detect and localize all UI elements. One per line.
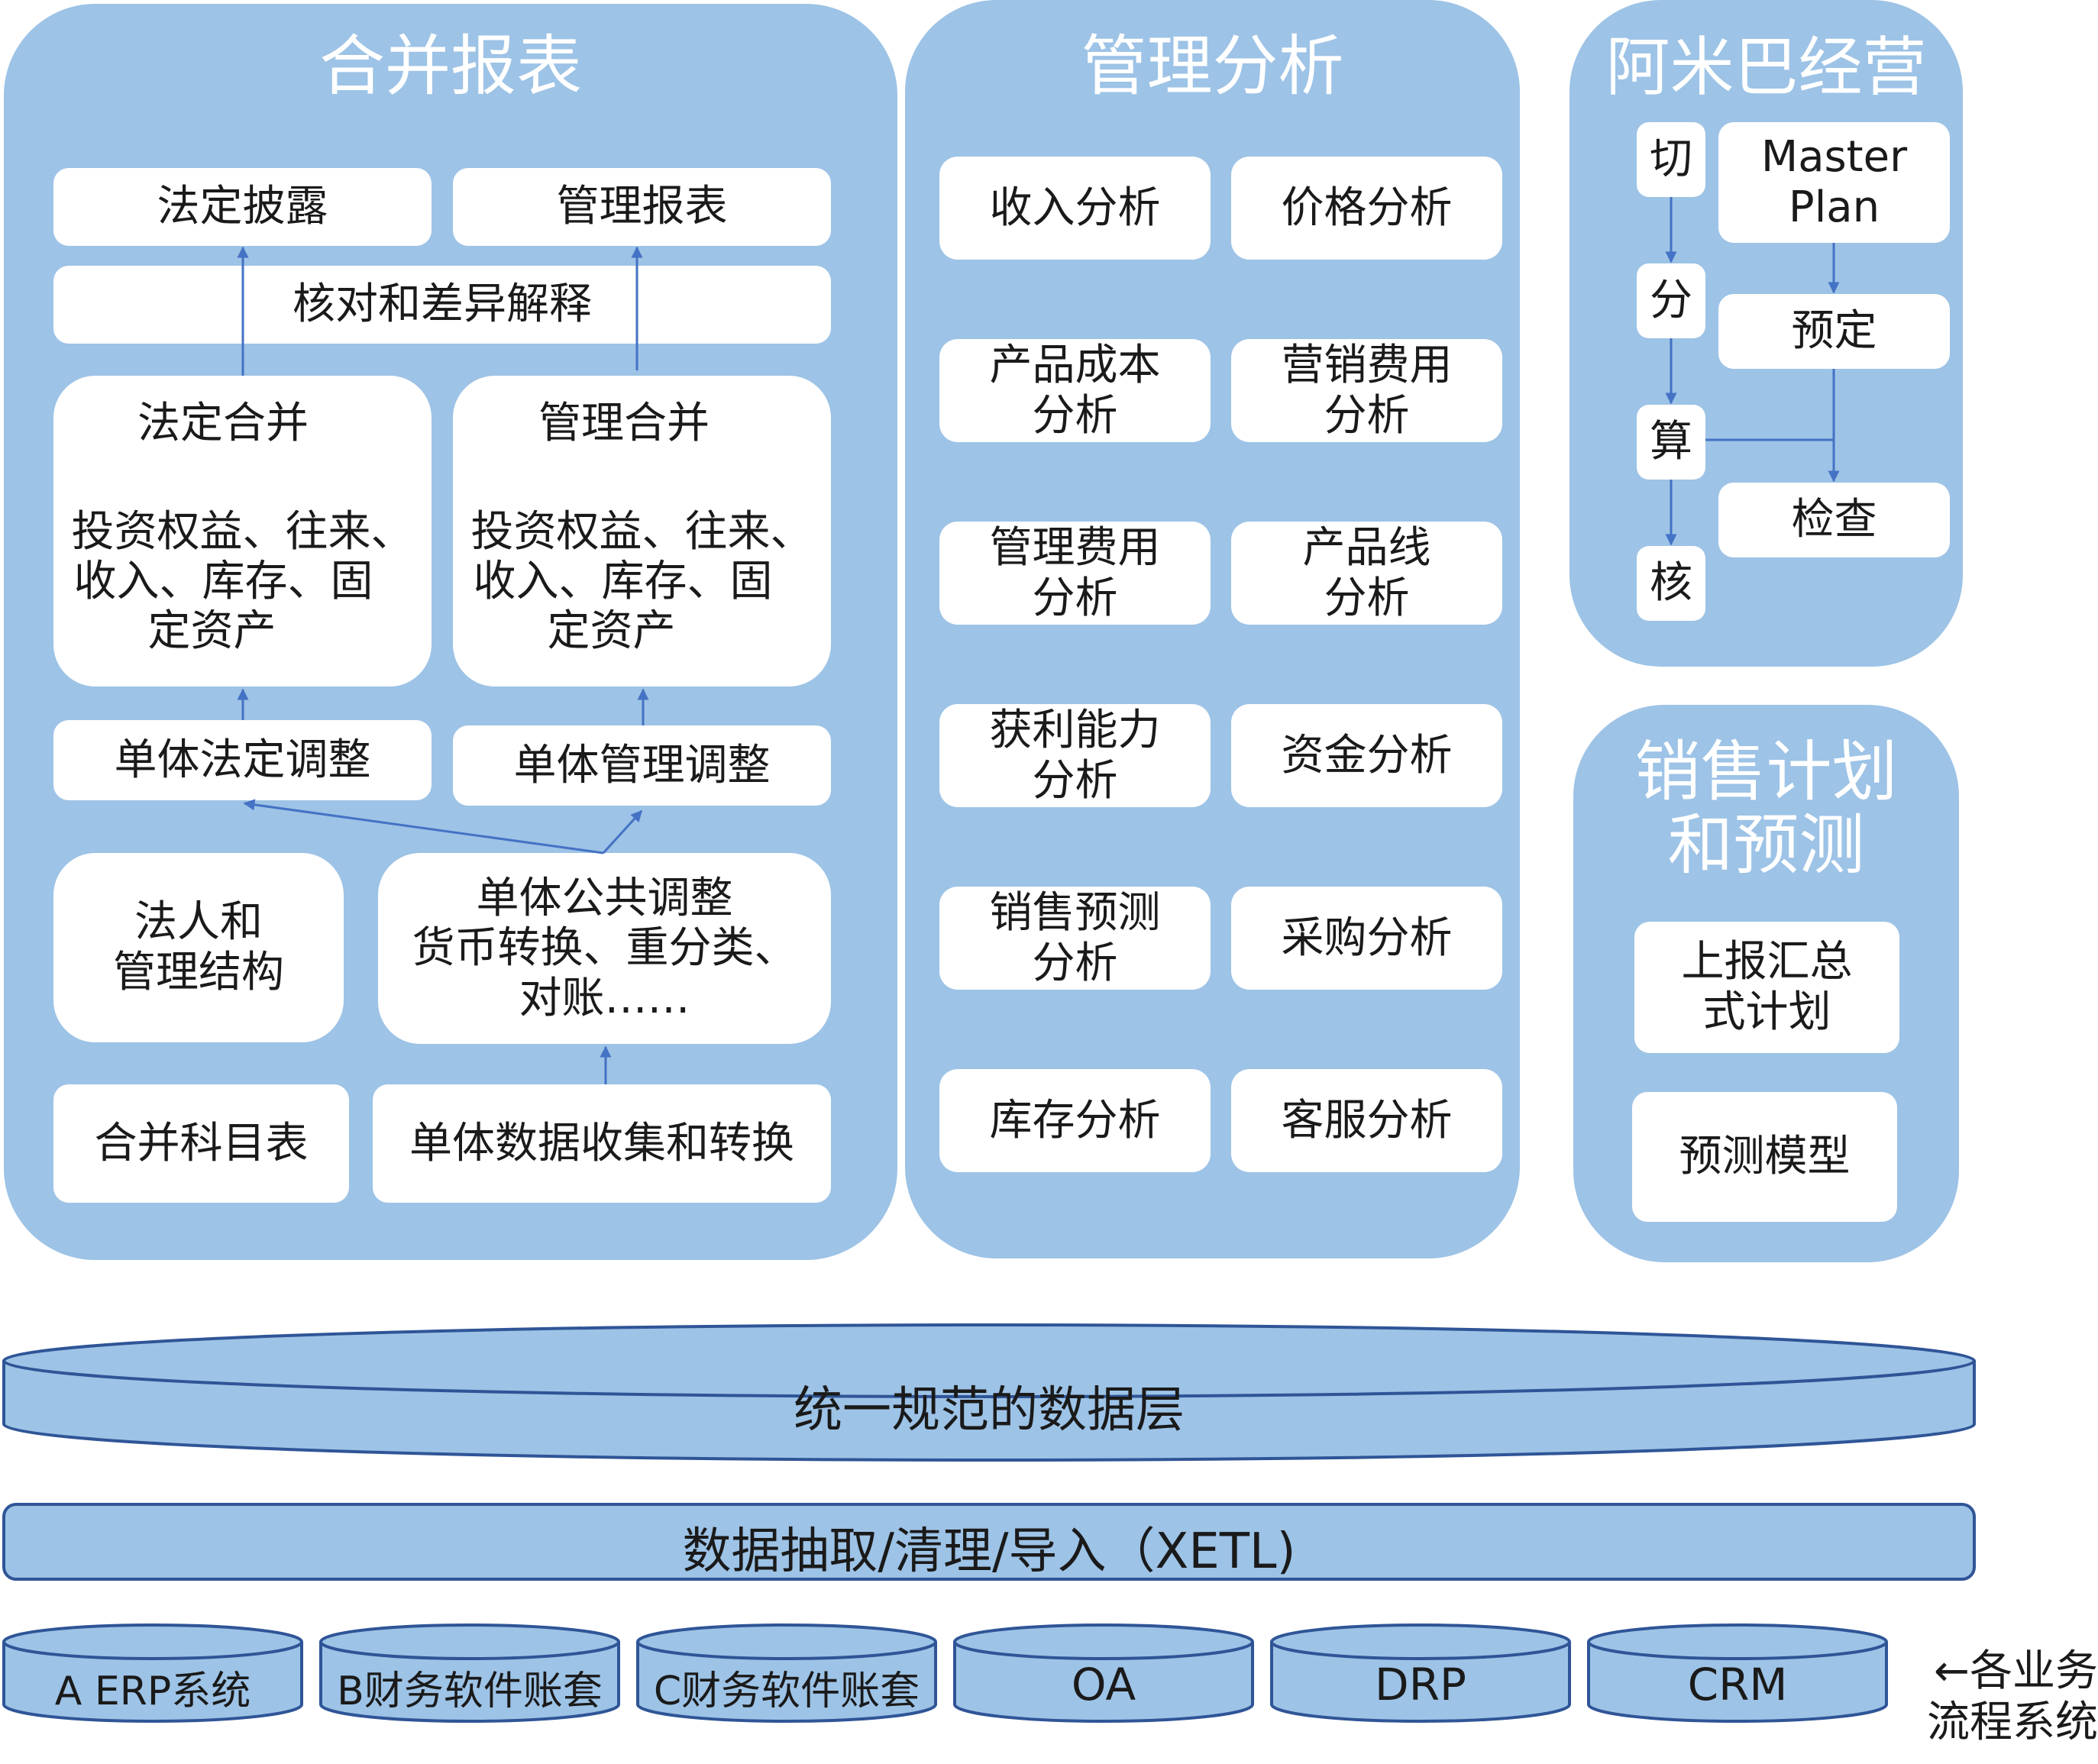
entity-statutory-adjustment-box: 单体法定调整 <box>53 720 432 800</box>
statutory-consolidation-line-1: 投资权益、往来、 <box>71 507 414 557</box>
price-analysis-box: 价格分析 <box>1231 157 1502 260</box>
statutory-consolidation-line-3: 定资产 <box>147 606 276 656</box>
product-line-analysis-box: 产品线分析 <box>1231 522 1502 625</box>
sales-plan-title-line-2: 和预测 <box>1667 807 1865 884</box>
capital-analysis-box: 资金分析 <box>1231 704 1502 807</box>
legal-structure-box: 法人和 管理结构 <box>53 853 344 1042</box>
legal-structure-line-1: 法人和 <box>134 897 263 948</box>
product-cost-analysis-box: 产品成本分析 <box>939 339 1211 442</box>
management-analysis-title: 管理分析 <box>1081 28 1344 105</box>
marketing-expense-analysis-line-1: 营销费用 <box>1281 340 1453 390</box>
legal-structure-line-2: 管理结构 <box>113 948 284 997</box>
entity-common-adjustment-line-2: 货币转换、重分类、 <box>412 923 797 974</box>
customer-service-analysis-box: 客服分析 <box>1231 1069 1502 1172</box>
chart-of-accounts-box: 合并科目表 <box>53 1084 349 1203</box>
consolidation-title: 合并报表 <box>319 28 582 105</box>
product-cost-analysis-line-1: 产品成本 <box>989 340 1161 390</box>
source-label-c-finance: C财务软件账套 <box>653 1669 920 1714</box>
source-label-b-finance: B财务软件账套 <box>337 1669 603 1714</box>
profitability-analysis-line-1: 获利能力 <box>989 705 1161 755</box>
forecast-model-box: 预测模型 <box>1632 1092 1897 1222</box>
reporting-plan-line-1: 上报汇总 <box>1681 937 1853 987</box>
income-analysis-line-1: 收入分析 <box>989 183 1161 233</box>
marketing-expense-analysis-line-2: 分析 <box>1324 390 1410 441</box>
management-report-box: 管理报表 <box>453 168 831 246</box>
purchasing-analysis-line-1: 采购分析 <box>1281 913 1453 963</box>
entity-data-collection-box: 单体数据收集和转换 <box>373 1084 831 1203</box>
budget-box: 预定 <box>1718 294 1950 369</box>
reconciliation-box: 核对和差异解释 <box>53 266 831 344</box>
entity-common-adjustment-line-3: 对账…… <box>519 973 690 1023</box>
statutory-consolidation-line-2: 收入、库存、固 <box>73 557 373 606</box>
amoeba-step-divide: 分 <box>1637 263 1705 338</box>
management-consolidation-line-2: 收入、库存、固 <box>473 557 773 606</box>
profitability-analysis-box: 获利能力分析 <box>939 704 1211 807</box>
profitability-analysis-line-2: 分析 <box>1032 755 1118 806</box>
inventory-analysis-box: 库存分析 <box>939 1069 1211 1172</box>
income-analysis-box: 收入分析 <box>939 157 1211 260</box>
sales-forecast-analysis-box: 销售预测分析 <box>939 887 1211 990</box>
management-consolidation-line-1: 投资权益、往来、 <box>470 507 813 557</box>
check-box: 检查 <box>1718 483 1950 557</box>
source-label-drp: DRP <box>1375 1659 1466 1711</box>
master-plan-line-1: Master <box>1760 132 1908 183</box>
price-analysis-line-1: 价格分析 <box>1281 183 1453 233</box>
product-line-analysis-line-1: 产品线 <box>1302 522 1431 573</box>
master-plan-line-2: Plan <box>1788 183 1880 232</box>
sales-forecast-analysis-line-1: 销售预测 <box>989 887 1161 938</box>
sources-note-line-2: 流程系统 <box>1927 1698 2098 1747</box>
amoeba-step-calculate: 算 <box>1637 405 1705 480</box>
reporting-plan-box: 上报汇总 式计划 <box>1634 922 1899 1053</box>
source-label-oa: OA <box>1071 1659 1136 1711</box>
customer-service-analysis-line-1: 客服分析 <box>1281 1095 1453 1145</box>
admin-expense-analysis-line-1: 管理费用 <box>989 522 1161 573</box>
source-label-crm: CRM <box>1687 1659 1788 1711</box>
admin-expense-analysis-line-2: 分析 <box>1032 573 1118 623</box>
statutory-consolidation-box: 法定合并 投资权益、往来、 收入、库存、固 定资产 <box>53 376 432 687</box>
capital-analysis-line-1: 资金分析 <box>1281 730 1453 780</box>
source-label-a-erp: A ERP系统 <box>54 1669 251 1714</box>
product-line-analysis-line-2: 分析 <box>1324 573 1410 623</box>
sales-forecast-analysis-line-2: 分析 <box>1032 938 1118 988</box>
product-cost-analysis-line-2: 分析 <box>1032 390 1118 441</box>
amoeba-step-verify: 核 <box>1637 546 1705 621</box>
unified-data-layer-label: 统一规范的数据层 <box>794 1382 1185 1439</box>
amoeba-step-cut: 切 <box>1637 122 1705 197</box>
marketing-expense-analysis-box: 营销费用分析 <box>1231 339 1502 442</box>
sources-note-line-1: ←各业务 <box>1934 1646 2098 1696</box>
management-consolidation-box: 管理合并 投资权益、往来、 收入、库存、固 定资产 <box>453 376 831 687</box>
inventory-analysis-line-1: 库存分析 <box>989 1095 1161 1145</box>
entity-management-adjustment-box: 单体管理调整 <box>453 725 831 806</box>
master-plan-box: Master Plan <box>1718 122 1950 243</box>
reporting-plan-line-2: 式计划 <box>1702 987 1831 1037</box>
management-consolidation-line-3: 定资产 <box>547 606 676 656</box>
entity-common-adjustment-box: 单体公共调整 货币转换、重分类、 对账…… <box>378 853 831 1044</box>
statutory-consolidation-title: 法定合并 <box>137 399 309 448</box>
etl-layer-label: 数据抽取/清理/导入（XETL) <box>682 1523 1296 1580</box>
admin-expense-analysis-box: 管理费用分析 <box>939 522 1211 625</box>
sales-plan-title-line-1: 销售计划 <box>1634 734 1898 810</box>
amoeba-title: 阿米巴经营 <box>1605 30 1927 105</box>
entity-common-adjustment-line-1: 单体公共调整 <box>476 873 733 923</box>
purchasing-analysis-box: 采购分析 <box>1231 887 1502 990</box>
statutory-disclosure-box: 法定披露 <box>53 168 432 246</box>
management-consolidation-title: 管理合并 <box>538 399 710 448</box>
